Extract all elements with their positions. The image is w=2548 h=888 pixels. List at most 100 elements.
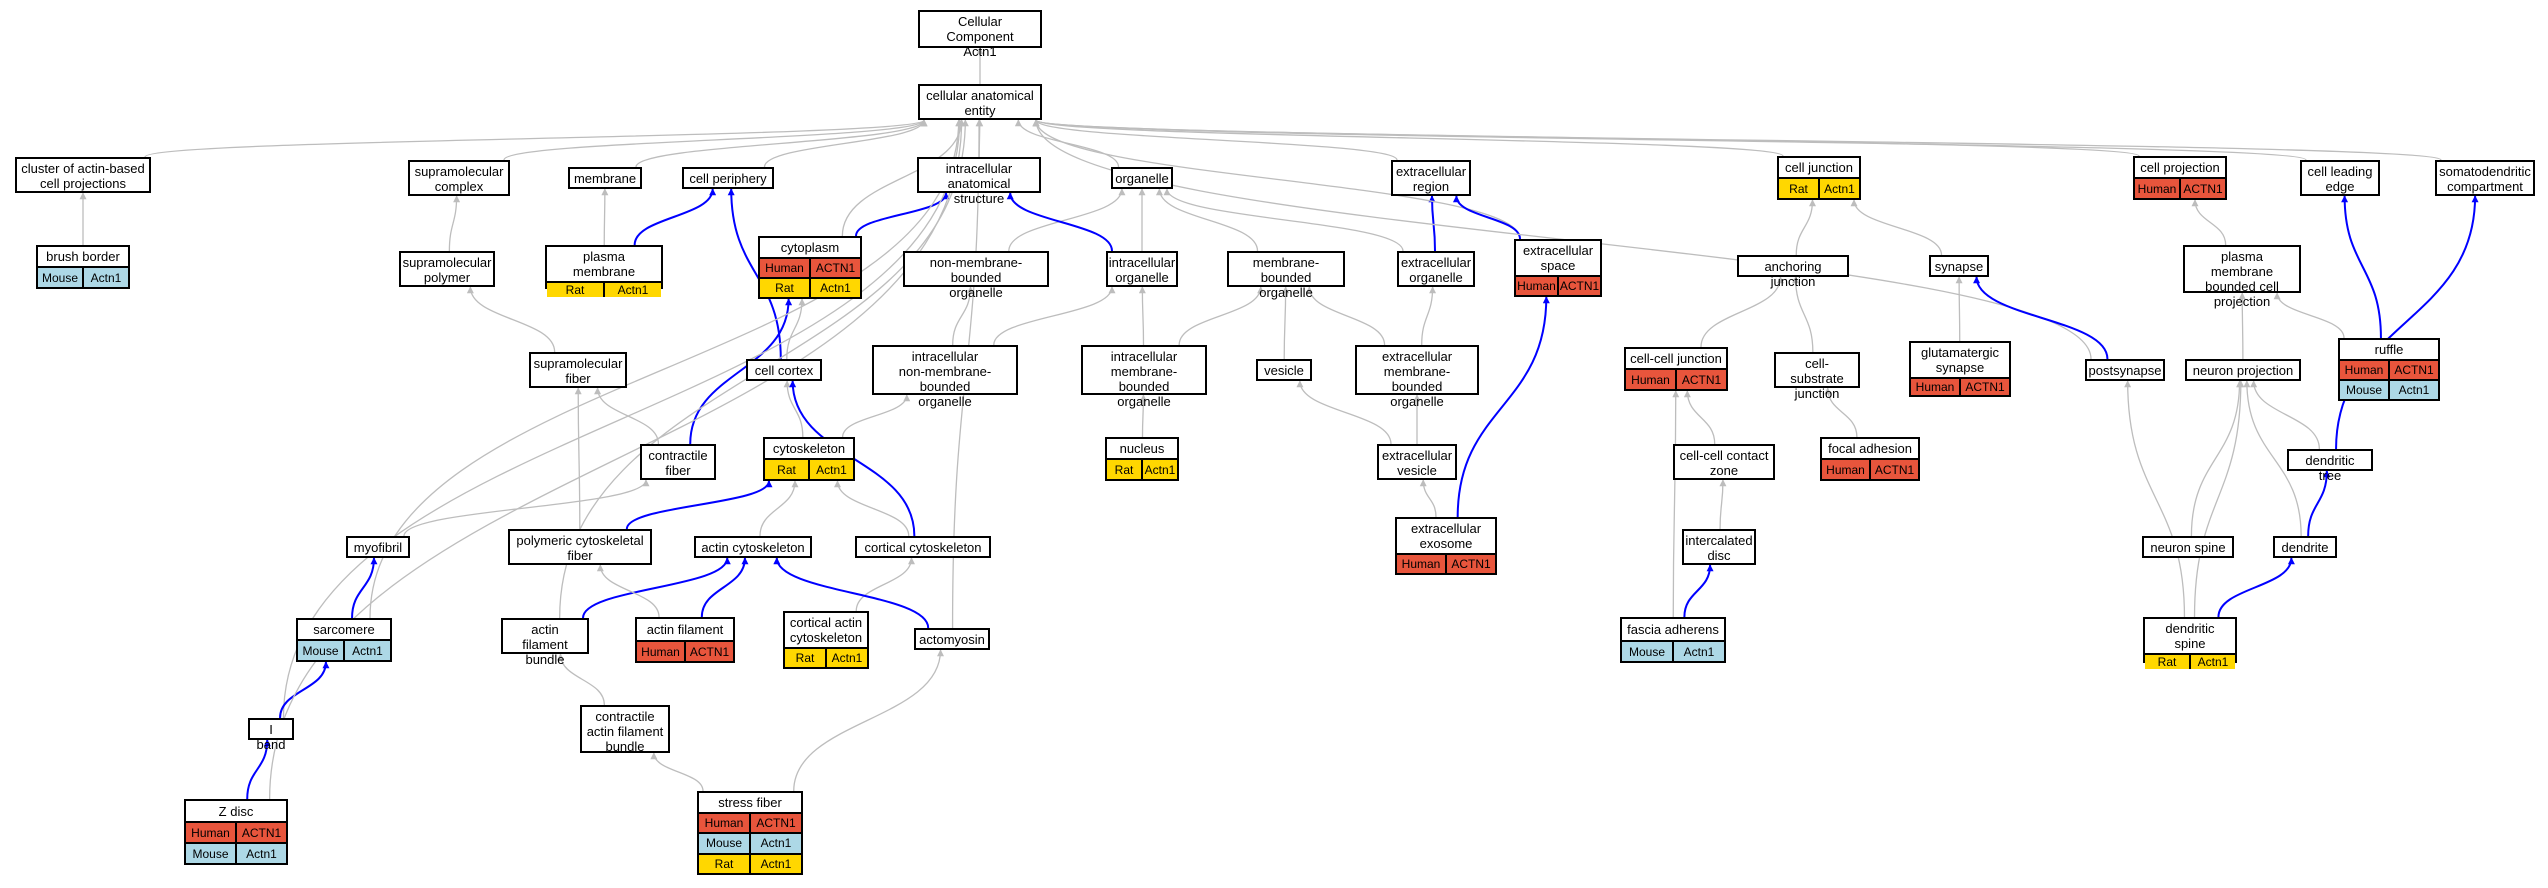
term-label: cell leading edge bbox=[2307, 164, 2373, 194]
term-node-intracell-mem[interactable]: intracellular membrane-bounded organelle bbox=[1081, 345, 1207, 409]
term-node-cell-cortex[interactable]: cell cortex bbox=[746, 359, 822, 381]
term-label: cell periphery bbox=[689, 171, 767, 186]
term-node-myofibril[interactable]: myofibril bbox=[346, 536, 410, 558]
term-node-synapse[interactable]: synapse bbox=[1929, 255, 1989, 277]
edge-extracellular-vesicle-to-vesicle bbox=[1296, 380, 1392, 445]
term-node-extracellular-organelle[interactable]: extracellular organelle bbox=[1397, 251, 1475, 287]
term-node-actomyosin[interactable]: actomyosin bbox=[914, 628, 990, 650]
term-node-membrane[interactable]: membrane bbox=[568, 167, 642, 189]
term-node-anchoring-junction[interactable]: anchoring junction bbox=[1737, 255, 1849, 289]
species-cell: Mouse bbox=[38, 268, 82, 287]
term-node-root[interactable]: Cellular Component Actn1 bbox=[918, 10, 1042, 59]
term-node-somatodendritic[interactable]: somatodendritic compartment bbox=[2435, 160, 2535, 196]
term-node-cortical-cyto[interactable]: cortical cytoskeleton bbox=[855, 536, 991, 558]
term-node-dendrite[interactable]: dendrite bbox=[2273, 536, 2337, 558]
term-node-cell-periphery[interactable]: cell periphery bbox=[682, 167, 774, 189]
term-node-extracellular-region[interactable]: extracellular region bbox=[1391, 160, 1471, 196]
term-label: cluster of actin-based cell projections bbox=[21, 161, 145, 191]
term-label: non-membrane-bounded organelle bbox=[929, 255, 1023, 300]
term-node-intracellular-as[interactable]: intracellular anatomical structure bbox=[917, 157, 1041, 206]
edge-fascia-adherens-to-cell-cell-junction bbox=[1672, 390, 1680, 618]
edge-dendritic-spine-to-neuron-projection bbox=[2193, 380, 2245, 618]
term-node-intracell-nonmem[interactable]: intracellular non-membrane-bounded organ… bbox=[872, 345, 1018, 409]
term-node-actin-filament-bundle[interactable]: actin filament bundle bbox=[501, 618, 589, 667]
term-label: I band bbox=[256, 722, 286, 752]
gene-cell: Actn1 bbox=[343, 641, 390, 660]
term-label: cortical actin cytoskeleton bbox=[789, 615, 863, 645]
species-cell: Rat bbox=[765, 460, 808, 479]
term-node-supramol-fiber[interactable]: supramolecular fiber bbox=[529, 352, 627, 388]
term-node-vesicle[interactable]: vesicle bbox=[1256, 359, 1312, 381]
edge-actin-filament-bundle-to-actin-cyto bbox=[582, 557, 731, 619]
term-label: extracellular organelle bbox=[1400, 255, 1472, 285]
term-node-contractile-afb[interactable]: contractile actin filament bundle bbox=[580, 705, 670, 754]
term-node-intercalated-disc[interactable]: intercalated disc bbox=[1682, 529, 1756, 565]
term-node-neuron-projection[interactable]: neuron projection bbox=[2185, 359, 2301, 381]
term-node-cell-substrate[interactable]: cell-substrate junction bbox=[1774, 352, 1860, 401]
term-node-extracell-mem[interactable]: extracellular membrane-bounded organelle bbox=[1355, 345, 1479, 409]
term-label: dendritic spine bbox=[2165, 621, 2215, 651]
term-node-nonmem-organelle[interactable]: non-membrane-bounded organelle bbox=[903, 251, 1049, 300]
term-label: extracellular vesicle bbox=[1381, 448, 1453, 478]
term-label: intracellular organelle bbox=[1108, 255, 1176, 285]
species-cell: Human bbox=[1911, 379, 1959, 395]
term-node-mem-organelle[interactable]: membrane-bounded organelle bbox=[1227, 251, 1345, 300]
term-node-i-band[interactable]: I band bbox=[248, 718, 294, 752]
term-node-dendritic-tree[interactable]: dendritic tree bbox=[2287, 449, 2373, 483]
term-node-supramol-polymer[interactable]: supramolecular polymer bbox=[399, 251, 495, 287]
gene-cell: Actn1 bbox=[1141, 460, 1177, 479]
term-node-cae[interactable]: cellular anatomical entity bbox=[918, 84, 1042, 120]
gene-cell: ACTN1 bbox=[809, 259, 860, 277]
edge-extracellular-exosome-to-extracellular-space bbox=[1456, 296, 1550, 518]
term-node-contractile-fiber[interactable]: contractile fiber bbox=[640, 444, 716, 480]
term-node-pm-bounded-proj[interactable]: plasma membrane bounded cell projection bbox=[2183, 245, 2301, 309]
term-label: supramolecular polymer bbox=[402, 255, 492, 285]
term-node-cell-leading-edge[interactable]: cell leading edge bbox=[2300, 160, 2380, 196]
term-node-supramol-complex[interactable]: supramolecular complex bbox=[408, 160, 510, 196]
term-node-extracellular-vesicle[interactable]: extracellular vesicle bbox=[1377, 444, 1457, 480]
term-node-organelle[interactable]: organelle bbox=[1111, 167, 1173, 189]
term-node-polymeric-cyto[interactable]: polymeric cytoskeletal fiber bbox=[508, 529, 652, 565]
term-node-neuron-spine[interactable]: neuron spine bbox=[2142, 536, 2234, 558]
term-node-cluster-actin[interactable]: cluster of actin-based cell projections bbox=[15, 157, 151, 193]
term-label: nucleus bbox=[1119, 441, 1165, 456]
term-label: somatodendritic compartment bbox=[2439, 164, 2531, 194]
gene-cell: ACTN1 bbox=[1445, 555, 1495, 573]
term-label: extracellular space bbox=[1522, 243, 1594, 273]
term-label: dendrite bbox=[2281, 540, 2329, 555]
term-node-postsynapse[interactable]: postsynapse bbox=[2085, 359, 2165, 381]
gene-cell: Actn1 bbox=[825, 649, 867, 667]
edge-z-disc-to-cae bbox=[268, 119, 966, 800]
gene-cell: Actn1 bbox=[2189, 655, 2235, 669]
term-node-cell-cell-contact[interactable]: cell-cell contact zone bbox=[1673, 444, 1775, 480]
gene-cell: ACTN1 bbox=[1869, 460, 1918, 479]
gene-cell: Actn1 bbox=[82, 268, 128, 287]
term-node-intracellular-organelle[interactable]: intracellular organelle bbox=[1106, 251, 1178, 287]
term-node-actin-cyto[interactable]: actin cytoskeleton bbox=[694, 536, 812, 558]
